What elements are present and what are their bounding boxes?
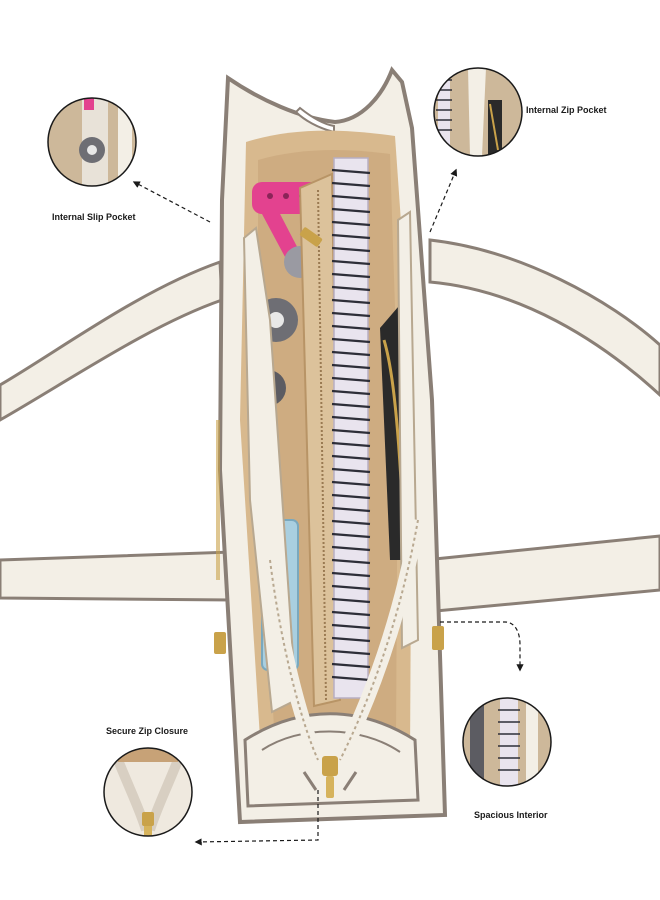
spiral-coil	[331, 662, 371, 669]
spiral-notebook	[331, 157, 371, 699]
arrow-zip-closure	[194, 790, 319, 846]
spiral-coil	[331, 233, 371, 240]
spiral-coil	[331, 285, 371, 292]
spiral-coil	[331, 467, 371, 474]
spiral-coil	[331, 493, 371, 500]
spiral-coil	[331, 519, 371, 526]
main-zipper	[263, 518, 425, 798]
spiral-coil	[331, 324, 371, 331]
spiral-coil	[331, 675, 371, 682]
spiral-coil	[331, 558, 371, 565]
spiral-coil	[331, 298, 371, 305]
label-secure-zip-closure: Secure Zip Closure	[106, 726, 189, 736]
left-handle-strap	[0, 259, 234, 602]
spiral-coil	[331, 441, 371, 448]
arrow-zip-pocket	[429, 168, 458, 233]
spiral-coil	[331, 571, 371, 578]
spiral-coil	[331, 194, 371, 201]
spiral-coil	[331, 350, 371, 357]
label-internal-slip-pocket: Internal Slip Pocket	[52, 212, 136, 222]
spiral-coil	[331, 480, 371, 487]
callout-zip-pocket-thumbnail	[433, 67, 523, 157]
spiral-coil	[331, 506, 371, 513]
spiral-coil	[331, 220, 371, 227]
spiral-coil	[331, 415, 371, 422]
spiral-coil	[331, 428, 371, 435]
spiral-coil	[331, 389, 371, 396]
spiral-coil	[331, 363, 371, 370]
spiral-coil	[331, 532, 371, 539]
spiral-coil	[331, 454, 371, 461]
spiral-coil	[331, 584, 371, 591]
spiral-coil	[331, 259, 371, 266]
spiral-coil	[331, 597, 371, 604]
spiral-coil	[331, 168, 371, 175]
callout-interior-thumbnail	[462, 697, 552, 787]
spiral-coil	[331, 545, 371, 552]
callout-slip-pocket-thumbnail	[47, 97, 137, 187]
spiral-coil	[331, 649, 371, 656]
zip-divider	[298, 172, 342, 708]
callout-zip-closure-thumbnail	[103, 747, 193, 837]
callout-arrows	[132, 168, 524, 846]
spiral-coil	[331, 272, 371, 279]
gold-hardware	[214, 420, 444, 654]
label-spacious-interior: Spacious Interior	[474, 810, 548, 820]
spiral-coil	[331, 311, 371, 318]
arrow-slip-pocket	[132, 181, 211, 223]
spiral-coil	[331, 337, 371, 344]
spiral-coil	[331, 181, 371, 188]
right-handle-strap	[423, 238, 660, 614]
spiral-coil	[331, 376, 371, 383]
spiral-coil	[331, 207, 371, 214]
spiral-coil	[331, 246, 371, 253]
spiral-coil	[331, 402, 371, 409]
label-internal-zip-pocket: Internal Zip Pocket	[526, 105, 607, 115]
spiral-coil	[331, 610, 371, 617]
arrow-interior	[440, 621, 524, 672]
spiral-coil	[331, 636, 371, 643]
spiral-coil	[331, 623, 371, 630]
